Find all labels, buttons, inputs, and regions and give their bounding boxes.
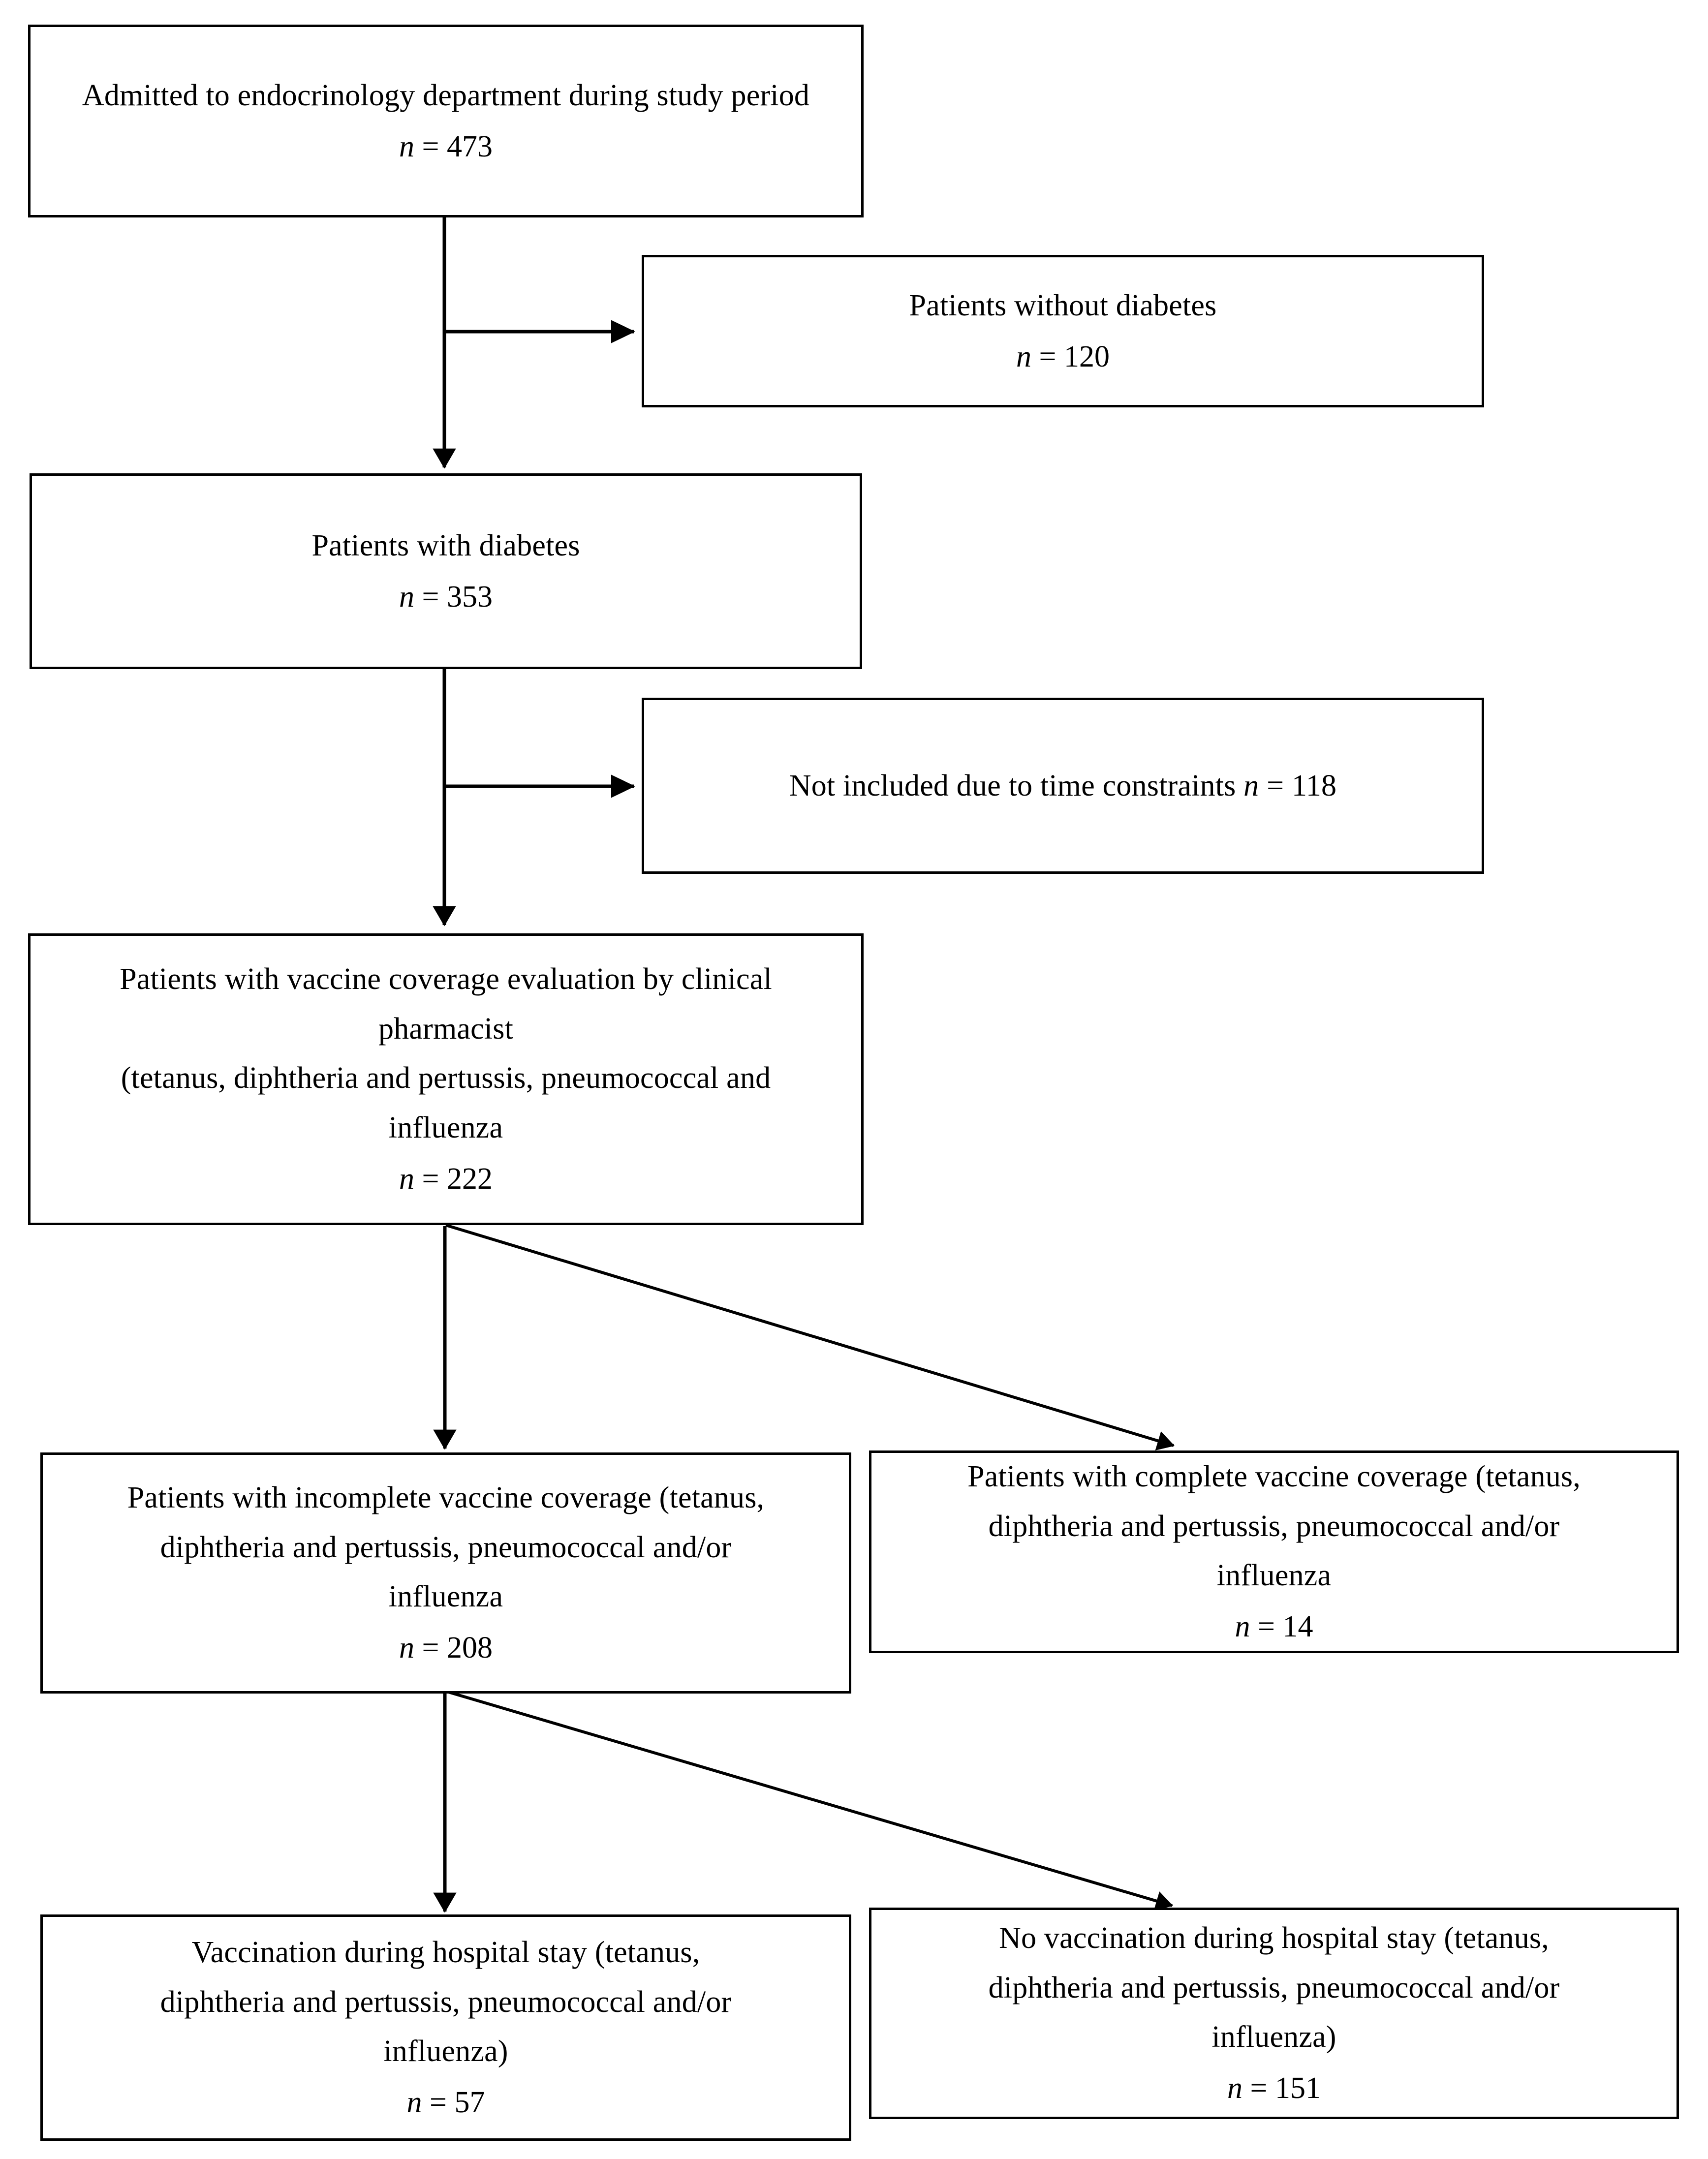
node-incomplete-coverage-line-1: Patients with incomplete vaccine coverag…	[127, 1481, 765, 1515]
node-vaccine-evaluation-line-3: (tetanus, diphtheria and pertussis, pneu…	[121, 1061, 771, 1095]
node-complete-coverage-count-value: 14	[1282, 1610, 1313, 1644]
node-complete-coverage-count: n = 14	[1235, 1610, 1313, 1644]
node-with-diabetes-label: Patients with diabetes	[311, 528, 580, 562]
node-incomplete-coverage: Patients with incomplete vaccine coverag…	[40, 1452, 851, 1694]
edge-evaluation-to-complete	[445, 1224, 1175, 1450]
node-complete-coverage-line-3: influenza	[1216, 1559, 1332, 1592]
node-not-vaccinated-in-hospital-line-1: No vaccination during hospital stay (tet…	[999, 1921, 1549, 1955]
node-vaccinated-in-hospital-count: n = 57	[406, 2086, 485, 2120]
node-vaccinated-in-hospital-line-2: diphtheria and pertussis, pneumococcal a…	[160, 1985, 732, 2019]
node-with-diabetes-count-value: 353	[446, 580, 493, 614]
node-not-included-time: Not included due to time constraints n =…	[642, 698, 1484, 874]
node-not-vaccinated-in-hospital: No vaccination during hospital stay (tet…	[869, 1908, 1679, 2119]
node-admitted-label: Admitted to endocrinology department dur…	[82, 78, 810, 112]
node-not-vaccinated-in-hospital-line-3: influenza)	[1211, 2020, 1336, 2054]
node-vaccinated-in-hospital: Vaccination during hospital stay (tetanu…	[40, 1914, 851, 2141]
node-incomplete-coverage-count-value: 208	[446, 1631, 493, 1665]
node-without-diabetes: Patients without diabetes n = 120	[642, 255, 1484, 407]
node-complete-coverage-line-2: diphtheria and pertussis, pneumococcal a…	[988, 1509, 1560, 1543]
node-without-diabetes-label: Patients without diabetes	[909, 288, 1217, 322]
node-admitted: Admitted to endocrinology department dur…	[28, 25, 864, 217]
edge-diabetes-to-exclusion-118	[442, 669, 635, 798]
node-vaccine-evaluation-count-value: 222	[446, 1162, 493, 1196]
node-vaccine-evaluation-count: n = 222	[399, 1162, 493, 1196]
node-admitted-count-value: 473	[446, 130, 493, 163]
node-not-vaccinated-in-hospital-count: n = 151	[1227, 2071, 1321, 2105]
node-not-vaccinated-in-hospital-line-2: diphtheria and pertussis, pneumococcal a…	[988, 1971, 1560, 2005]
node-vaccine-evaluation-line-4: influenza	[388, 1110, 503, 1144]
node-not-vaccinated-in-hospital-count-value: 151	[1274, 2071, 1321, 2105]
node-vaccinated-in-hospital-line-1: Vaccination during hospital stay (tetanu…	[191, 1936, 700, 1970]
node-admitted-count: n = 473	[399, 130, 493, 163]
edge-admitted-to-exclusion-120	[442, 216, 635, 343]
node-with-diabetes: Patients with diabetes n = 353	[30, 473, 862, 669]
node-with-diabetes-count: n = 353	[399, 580, 493, 614]
node-vaccine-evaluation-line-1: Patients with vaccine coverage evaluatio…	[120, 962, 772, 996]
node-not-included-time-label: Not included due to time constraints n =…	[789, 769, 1337, 802]
edge-incomplete-to-not-vaccinated	[446, 1690, 1174, 1911]
node-not-included-time-text: Not included due to time constraints	[789, 769, 1244, 802]
node-complete-coverage: Patients with complete vaccine coverage …	[869, 1450, 1679, 1653]
node-complete-coverage-line-1: Patients with complete vaccine coverage …	[967, 1460, 1581, 1494]
node-vaccinated-in-hospital-count-value: 57	[454, 2086, 485, 2120]
node-incomplete-coverage-line-3: influenza	[388, 1580, 503, 1613]
node-vaccinated-in-hospital-line-3: influenza)	[383, 2035, 508, 2068]
node-incomplete-coverage-count: n = 208	[399, 1631, 493, 1665]
node-without-diabetes-count: n = 120	[1016, 340, 1110, 373]
node-not-included-time-count-value: 118	[1291, 769, 1337, 802]
node-without-diabetes-count-value: 120	[1063, 340, 1110, 373]
node-incomplete-coverage-line-2: diphtheria and pertussis, pneumococcal a…	[160, 1530, 732, 1564]
node-vaccine-evaluation-line-2: pharmacist	[378, 1012, 513, 1046]
node-vaccine-evaluation: Patients with vaccine coverage evaluatio…	[28, 933, 864, 1225]
